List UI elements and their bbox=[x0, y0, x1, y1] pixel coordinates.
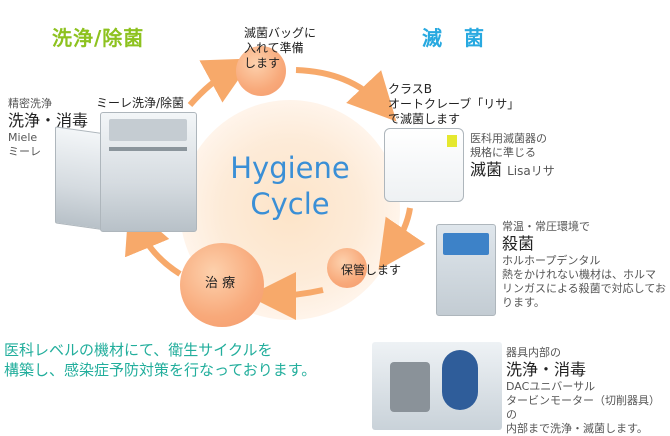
node-storage bbox=[327, 248, 367, 288]
center-title-line1: Hygiene bbox=[230, 151, 350, 185]
hol-info: 常温・常圧環境で 殺菌 ホルホープデンタル 熱をかけれない機材は、ホルマ リンガ… bbox=[502, 220, 667, 309]
miele-info: 精密洗浄 洗浄・消毒 Miele ミーレ bbox=[8, 97, 89, 158]
sterilize-header: 滅 菌 bbox=[422, 26, 485, 50]
arrow-bottom bbox=[248, 271, 324, 320]
footer-text: 医科レベルの機材にて、衛生サイクルを 構築し、感染症予防対策を行なっております。 bbox=[4, 340, 374, 380]
hol-device-image bbox=[436, 224, 496, 316]
lisa-info: 医科用滅菌器の 規格に準じる 滅菌 Lisaリサ bbox=[470, 132, 555, 179]
arrow-top-left bbox=[187, 58, 254, 107]
arrow-left bbox=[125, 203, 182, 277]
dac-info: 器具内部の 洗浄・消毒 DACユニバーサル タービンモーター（切削器具）の 内部… bbox=[506, 346, 660, 435]
step-treatment-label: 治 療 bbox=[205, 276, 236, 291]
step-sterilize-label: クラスB オートクレーブ「リサ」 で滅菌します bbox=[388, 82, 520, 126]
arrow-top-right bbox=[295, 67, 397, 122]
center-title: Hygiene Cycle bbox=[200, 150, 380, 222]
footer-line1: 医科レベルの機材にて、衛生サイクルを bbox=[4, 341, 273, 359]
dac-device-image bbox=[372, 342, 502, 430]
footer-line2: 構築し、感染症予防対策を行なっております。 bbox=[4, 361, 317, 379]
arrow-right bbox=[378, 207, 426, 270]
miele-washer-image bbox=[100, 112, 197, 232]
node-treatment bbox=[180, 243, 264, 327]
lisa-autoclave-image bbox=[384, 128, 464, 202]
step-wash-label: ミーレ洗浄/除菌 bbox=[96, 96, 185, 110]
center-title-line2: Cycle bbox=[250, 187, 330, 221]
step-storage-label: 保管します bbox=[341, 263, 402, 277]
node-prepare bbox=[236, 46, 286, 96]
step-prepare-label: 滅菌バッグに 入れて準備 します bbox=[244, 26, 317, 70]
wash-header: 洗浄/除菌 bbox=[52, 26, 145, 50]
